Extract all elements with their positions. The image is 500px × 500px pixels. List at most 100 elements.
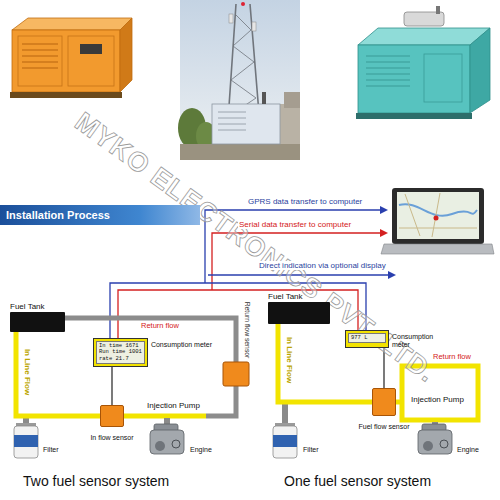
map-road	[399, 193, 477, 237]
tower-light	[241, 2, 245, 6]
heading-holder: Fuel Tank	[10, 302, 45, 312]
engine-block	[418, 430, 452, 454]
label-holder: Return flow	[432, 353, 472, 361]
label-holder: Engine	[456, 446, 480, 454]
label-holder: Return flow sensor	[243, 301, 250, 360]
label-holder: Return flow	[140, 322, 180, 330]
generator-top	[358, 28, 490, 45]
laptop-screen	[397, 192, 479, 239]
part-label: Engine	[456, 446, 480, 453]
label-holder: Filter	[302, 446, 320, 454]
label-holder: Injection Pump	[410, 396, 465, 405]
site-generator	[212, 104, 280, 144]
part-label: Return flow sensor	[244, 301, 251, 360]
pipe-neck	[164, 418, 170, 424]
engine-block	[150, 430, 184, 454]
part-label: Engine	[189, 446, 213, 453]
band-title: Installation Process	[6, 209, 110, 221]
return-sensor	[223, 362, 249, 386]
part-label: Injection Pump	[410, 395, 465, 404]
part-label: Filter	[42, 446, 60, 453]
engine-pulley	[155, 441, 165, 451]
signal-label: GPRS data transfer to computer	[247, 197, 363, 206]
node-heading: Fuel flow sensor	[359, 423, 410, 430]
generator-vent	[218, 112, 246, 130]
consumption-meter: Consumption meter977 L	[345, 330, 389, 348]
silencer	[404, 12, 444, 26]
map-marker	[434, 216, 439, 221]
fuel-tank-box: Fuel Tank	[10, 312, 65, 332]
node-heading: Consumption meter	[392, 333, 433, 348]
label-holder: Filter	[42, 446, 60, 454]
pipe-label: Return flow	[432, 352, 472, 361]
filter-body	[14, 426, 38, 458]
label-holder: Engine	[189, 446, 213, 454]
fuel-pipe	[124, 414, 206, 419]
part-label: Filter	[302, 446, 320, 453]
signal-label: Direct indication via optional display	[258, 261, 387, 270]
sensor-wire	[111, 367, 112, 405]
generator-vent	[22, 44, 58, 68]
caption: One fuel sensor system	[283, 473, 432, 489]
generator-base	[356, 113, 472, 119]
generator-side	[120, 18, 132, 92]
generator-base	[10, 92, 122, 98]
label-holder: Direct indication via optional display	[258, 262, 387, 271]
generator-door	[18, 36, 62, 86]
label-holder: One fuel sensor system	[283, 474, 432, 489]
node-heading: In flow sensor	[90, 434, 133, 441]
engine-pulley	[423, 441, 433, 451]
label-holder: Injection Pump	[146, 402, 201, 411]
fuel-tank-box: Fuel Tank	[268, 302, 330, 324]
heading-holder: In flow sensor	[90, 434, 133, 442]
building	[284, 92, 300, 108]
heading-holder: Consumption meter	[151, 341, 212, 349]
heading-holder: Fuel Tank	[268, 292, 303, 302]
laptop-base	[381, 244, 494, 254]
label-holder: In Line Flow	[23, 348, 32, 396]
flow-sensor: Fuel flow sensor	[372, 388, 396, 416]
heading-holder: Fuel flow sensor	[359, 423, 410, 431]
filter-band	[273, 435, 297, 447]
part-label: Injection Pump	[146, 401, 201, 410]
engine-pulley	[172, 440, 180, 448]
generator-front	[12, 30, 120, 92]
photo-sky	[180, 0, 300, 160]
ground	[180, 144, 300, 160]
label-holder: GPRS data transfer to computer	[247, 198, 363, 207]
pipe-label: In Line Flow	[23, 348, 32, 396]
laptop-frame	[392, 188, 484, 244]
label-holder: Serial data transfer to computer	[238, 221, 352, 230]
node-heading: Fuel Tank	[10, 302, 45, 311]
arrowhead	[388, 271, 396, 279]
heading-holder: Consumption meter	[392, 333, 440, 349]
section-band: Installation Process	[0, 205, 200, 225]
tower-antenna	[229, 14, 233, 23]
label-holder: Two fuel sensor system	[22, 474, 170, 489]
exhaust-pipe	[262, 92, 266, 104]
engine-pulley	[440, 440, 448, 448]
pipe-label: In Line Flow	[285, 336, 294, 384]
signal-label: Serial data transfer to computer	[238, 220, 352, 229]
generator-top	[12, 18, 132, 30]
caption: Two fuel sensor system	[22, 473, 170, 489]
consumption-meter: Consumption meterIn time 1671Run time 10…	[93, 338, 148, 367]
pipe-label: Return flow	[140, 321, 180, 330]
generator-door	[68, 36, 114, 86]
arrowhead	[380, 229, 388, 237]
generator-door	[424, 54, 462, 102]
meter-reading: 977 L	[351, 335, 383, 341]
generator-vent	[366, 56, 410, 86]
filter-band	[14, 435, 38, 447]
arrowhead	[380, 206, 388, 214]
fuel-pipe	[16, 332, 100, 416]
meter-reading: rate 21.7	[99, 356, 142, 362]
return-pipe	[65, 318, 236, 416]
control-panel	[80, 44, 102, 54]
meter-display: In time 1671Run time 1001rate 21.7	[96, 341, 145, 364]
flow-sensor: In flow sensor	[100, 405, 124, 427]
pipe-neck	[282, 404, 288, 424]
filter-body	[273, 426, 297, 458]
generator-side	[470, 28, 490, 113]
